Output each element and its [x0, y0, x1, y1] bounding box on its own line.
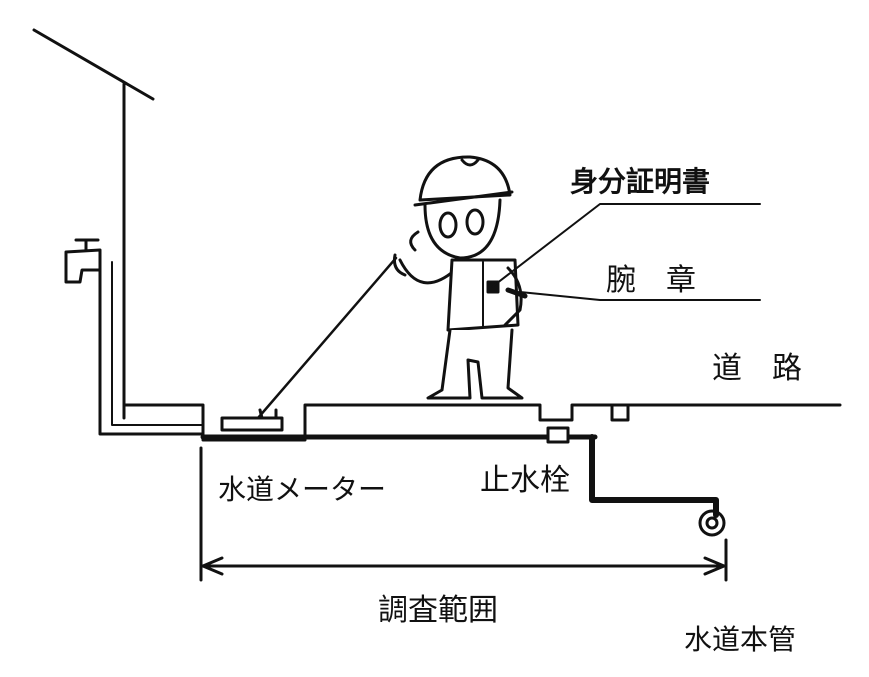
faucet-pipe — [98, 258, 205, 436]
house-roof-line — [32, 28, 155, 101]
leader-id-certificate — [491, 203, 761, 288]
stop-valve-label: 止水栓 — [480, 463, 570, 498]
stop-valve-box — [546, 426, 570, 444]
ground-line — [122, 403, 842, 442]
road-label: 道 路 — [712, 351, 802, 386]
faucet-icon — [64, 238, 102, 284]
service-pipe — [589, 434, 719, 518]
water-main-icon — [698, 509, 726, 537]
range-arrow-right — [703, 556, 726, 576]
water-meter-label: 水道メーター — [218, 473, 387, 506]
road-step — [610, 403, 630, 422]
faucet-pipe-inner — [111, 261, 204, 426]
leader-armband — [519, 291, 761, 301]
survey-range-label: 調査範囲 — [378, 593, 498, 628]
id-certificate-label: 身分証明書 — [570, 165, 711, 198]
water-main-label: 水道本管 — [684, 623, 797, 656]
range-arrow-left — [201, 556, 224, 576]
water-meter-box — [220, 408, 284, 432]
armband-label: 腕 章 — [606, 263, 696, 298]
helmet-icon — [418, 155, 512, 202]
listening-rod — [256, 256, 398, 420]
inspector-figure — [256, 155, 528, 420]
